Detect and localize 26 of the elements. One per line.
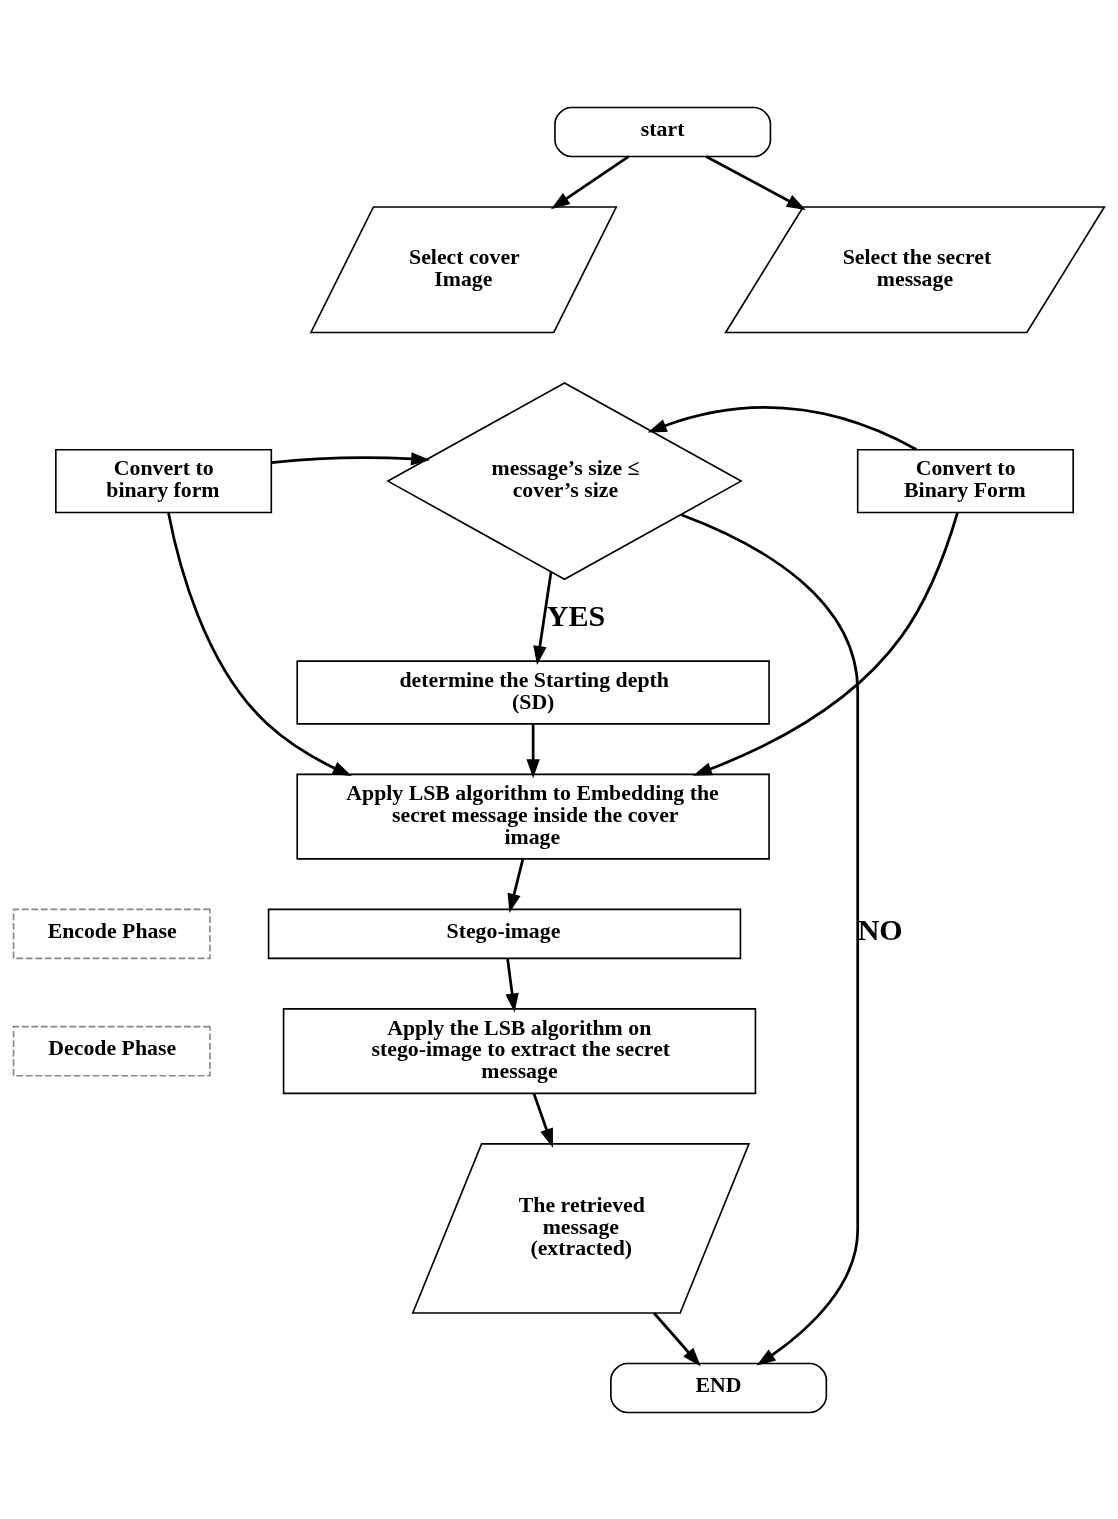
arrow bbox=[550, 154, 630, 209]
arrow bbox=[705, 154, 806, 210]
node-box: Apply the LSB algorithm on stego-image to extract the secret message bbox=[282, 1007, 757, 1094]
node-box: Stego-image bbox=[267, 908, 742, 959]
arrow bbox=[271, 451, 431, 466]
arrow bbox=[647, 405, 917, 451]
arrow bbox=[532, 1092, 553, 1148]
arrow bbox=[526, 723, 540, 778]
node-box: start bbox=[554, 106, 772, 157]
node-box: END bbox=[610, 1362, 828, 1413]
node-box: Apply LSB algorithm to Embedding the secret message inside the cover image bbox=[296, 773, 770, 860]
arrow bbox=[507, 858, 525, 913]
node-diamond: message’s size ≤ cover’s size bbox=[386, 381, 743, 580]
arrow bbox=[167, 511, 352, 776]
arrow bbox=[692, 512, 959, 776]
arrow bbox=[680, 512, 860, 1366]
edge-label: YES bbox=[546, 598, 606, 632]
arrow bbox=[533, 571, 553, 665]
node-box: Decode Phase bbox=[12, 1025, 211, 1076]
arrow bbox=[505, 958, 519, 1013]
arrow bbox=[653, 1311, 701, 1366]
node-box: Convert to binary form bbox=[55, 448, 273, 513]
node-box: Encode Phase bbox=[12, 908, 211, 959]
edge-label: NO bbox=[857, 912, 903, 946]
node-box: Convert to Binary Form bbox=[856, 448, 1074, 513]
node-box: determine the Starting depth (SD) bbox=[296, 659, 770, 725]
